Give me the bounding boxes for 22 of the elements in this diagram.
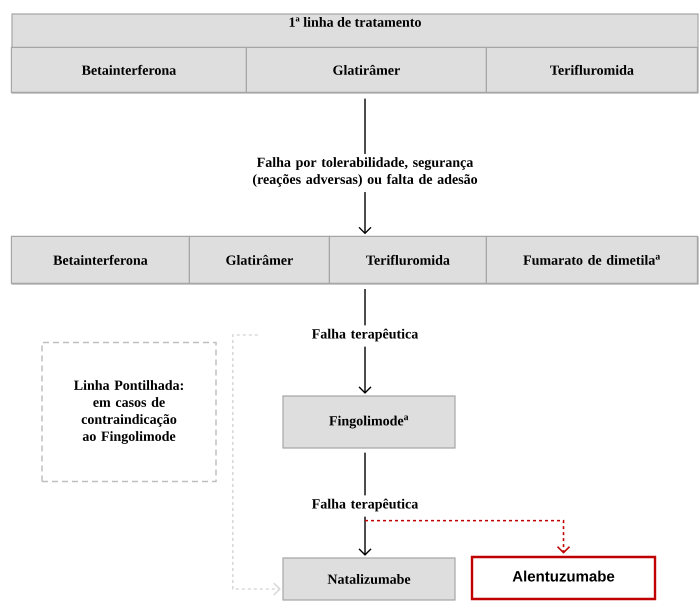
arrow: [358, 346, 372, 394]
connector-line: [364, 98, 366, 154]
dashed-arrow: [232, 334, 281, 596]
table-cell: Terifluromida: [328, 236, 488, 284]
drug-box: Fingolimode$^{a}$: [282, 395, 456, 449]
table-cell: Terifluromida: [486, 46, 698, 93]
condition-label: Falha terapêutica: [312, 328, 418, 342]
condition-label: Falha por tolerabilidade, segurança (reações adversas) ou falta de adesão: [252, 157, 478, 187]
table-cell: Glatirâmer: [246, 46, 488, 93]
table-cell: Betainterferona: [10, 46, 247, 93]
connector-line: [364, 289, 366, 326]
connector-line: [364, 452, 366, 496]
note-box: Linha Pontilhada: em casos de contraindicação ao Fingolimode: [41, 342, 217, 482]
drug-box: Alentuzumabe: [470, 556, 656, 600]
dashed-arrow: [365, 520, 570, 554]
drug-box: Natalizumabe: [282, 557, 456, 601]
table-cell: Fumarato de dimetila$^{a}$: [486, 236, 698, 284]
arrow: [358, 516, 372, 556]
condition-label: Falha terapêutica: [312, 498, 418, 512]
arrow: [358, 192, 372, 234]
table-cell: Betainterferona: [10, 236, 190, 284]
table-cell: Glatirâmer: [188, 236, 330, 284]
